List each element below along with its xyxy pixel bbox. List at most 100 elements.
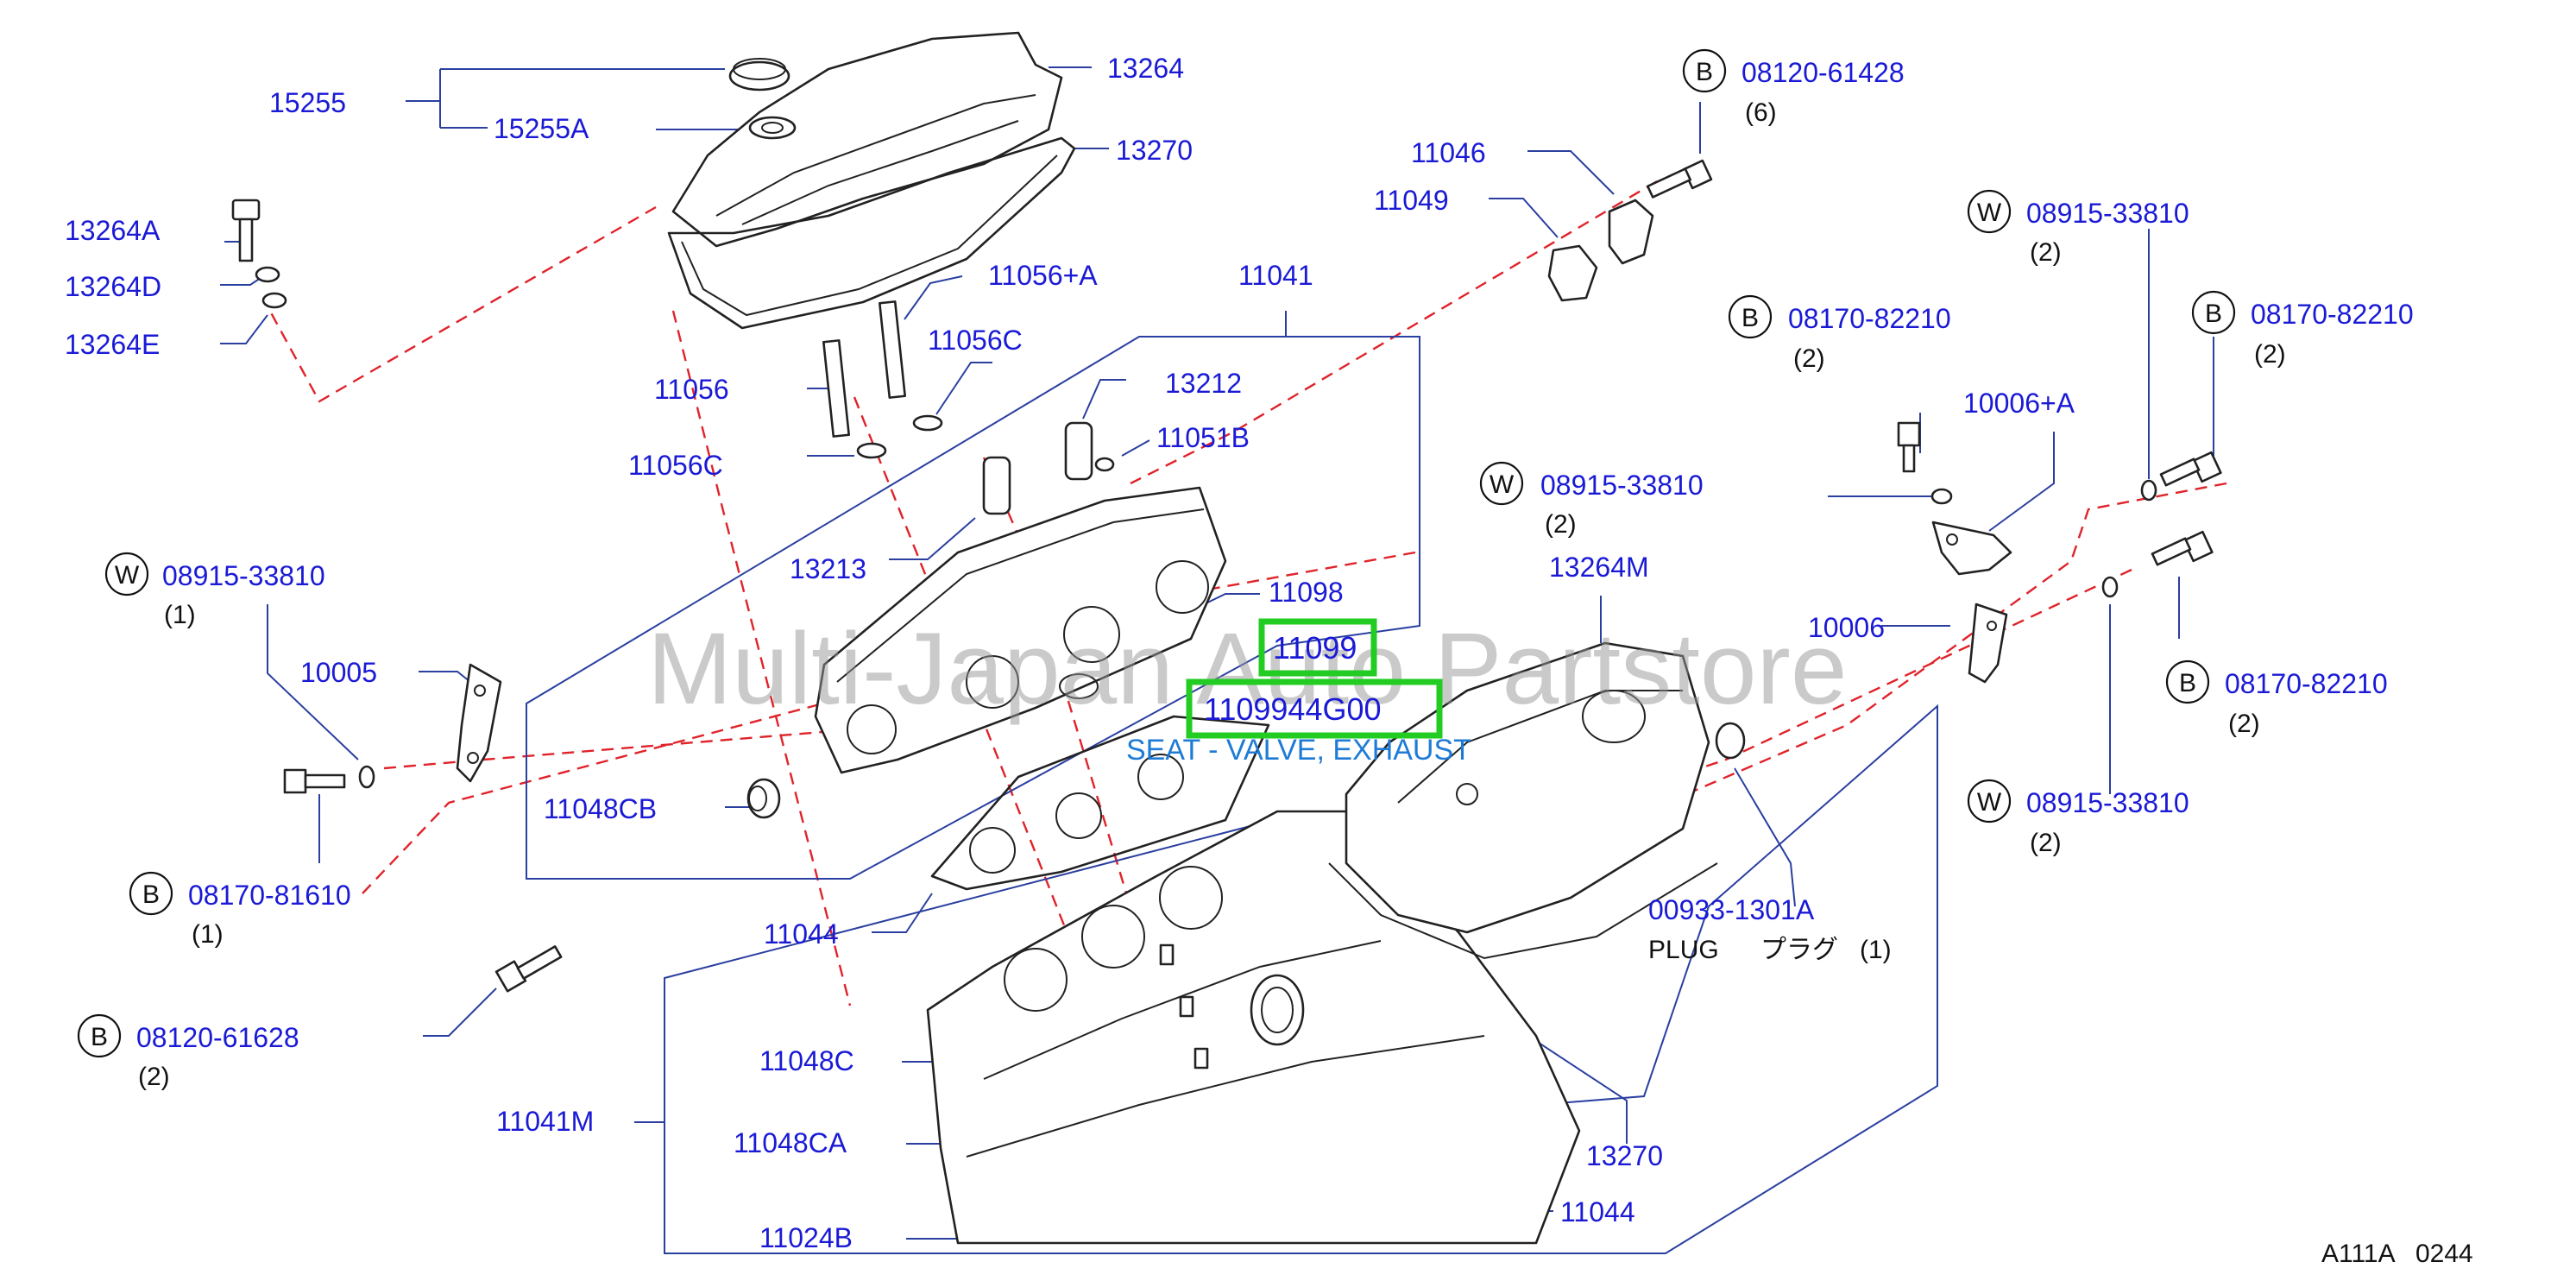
rocker-gasket-illustration — [667, 136, 1076, 330]
svg-text:W: W — [1977, 199, 2002, 227]
bolt-icon — [1682, 48, 1727, 93]
fastener-w-08915-33810-top-right[interactable]: W 08915-33810 (2) — [1967, 189, 2189, 267]
fastener-w-08915-33810-left[interactable]: W 08915-33810 (1) — [104, 552, 325, 629]
plug-qty: (1) — [1860, 936, 1892, 964]
label-11044-left[interactable]: 11044 — [764, 918, 839, 950]
left-bolts-illustration — [283, 765, 563, 993]
fastener-callouts: W 08915-33810 (1) B 08170-81610 (1) B 08… — [77, 48, 2414, 1091]
label-13264d[interactable]: 13264D — [65, 271, 161, 302]
svg-text:(2): (2) — [2254, 340, 2286, 369]
bolt-icon — [129, 871, 173, 916]
label-13264[interactable]: 13264 — [1107, 53, 1184, 84]
svg-text:(2): (2) — [2030, 238, 2062, 267]
svg-text:(2): (2) — [2030, 829, 2062, 857]
valves-illustration — [822, 300, 1115, 515]
label-11046[interactable]: 11046 — [1411, 137, 1486, 168]
label-11048ca[interactable]: 11048CA — [734, 1127, 847, 1158]
bracket-10006-illustration — [1931, 521, 2012, 684]
svg-text:08915-33810: 08915-33810 — [162, 560, 325, 591]
label-11098[interactable]: 11098 — [1269, 577, 1344, 608]
fastener-w-08915-33810-bottom-right[interactable]: W 08915-33810 (2) — [1967, 779, 2189, 857]
bracket-10005-illustration — [456, 663, 502, 783]
label-11041[interactable]: 11041 — [1238, 260, 1313, 291]
svg-text:W: W — [1490, 470, 1515, 499]
svg-text:08170-81610: 08170-81610 — [188, 880, 351, 911]
svg-text:W: W — [115, 561, 140, 590]
label-11048cb[interactable]: 11048CB — [544, 793, 657, 824]
part-description: SEAT - VALVE, EXHAUST — [1126, 734, 1471, 767]
svg-text:08915-33810: 08915-33810 — [2026, 198, 2189, 229]
svg-text:08170-82210: 08170-82210 — [2251, 299, 2414, 330]
washer-icon — [104, 552, 149, 596]
gasket-11046-illustration — [1547, 199, 1654, 302]
svg-text:B: B — [1696, 58, 1713, 86]
svg-text:(1): (1) — [192, 920, 224, 949]
svg-text:08170-82210: 08170-82210 — [2225, 668, 2388, 699]
svg-text:(2): (2) — [1793, 344, 1825, 373]
label-11049[interactable]: 11049 — [1374, 185, 1449, 216]
svg-text:B: B — [91, 1023, 108, 1051]
svg-text:B: B — [2179, 669, 2196, 697]
fastener-b-08120-61628[interactable]: B 08120-61628 (2) — [77, 1013, 299, 1091]
label-11056a[interactable]: 11056+A — [988, 260, 1098, 291]
bolt-icon — [77, 1013, 122, 1058]
fastener-b-08170-81610[interactable]: B 08170-81610 (1) — [129, 871, 351, 949]
label-11048c[interactable]: 11048C — [759, 1045, 854, 1076]
svg-text:08915-33810: 08915-33810 — [2026, 787, 2189, 818]
label-13270-top[interactable]: 13270 — [1116, 135, 1193, 166]
plug-00933-illustration — [1715, 722, 1746, 760]
highlight-box-1109944g00 — [1186, 678, 1443, 739]
label-13264m[interactable]: 13264M — [1549, 552, 1649, 583]
label-11099[interactable]: 11099 — [1273, 630, 1357, 666]
washer-icon — [1967, 189, 2012, 234]
svg-text:(2): (2) — [138, 1063, 170, 1091]
right-bolts-illustration — [1897, 421, 2222, 598]
label-00933-1301a[interactable]: 00933-1301A — [1648, 894, 1815, 925]
label-13270-bottom[interactable]: 13270 — [1586, 1140, 1663, 1171]
label-11024b[interactable]: 11024B — [759, 1222, 853, 1253]
svg-text:B: B — [1741, 304, 1759, 332]
label-15255[interactable]: 15255 — [269, 87, 346, 118]
svg-text:B: B — [2205, 300, 2222, 328]
label-10005[interactable]: 10005 — [300, 657, 377, 688]
watermark: Multi-Japan Auto Partstore — [647, 612, 1847, 726]
fastener-w-08915-33810-center[interactable]: W 08915-33810 (2) — [1479, 461, 1704, 539]
fastener-b-08170-82210-b[interactable]: B 08170-82210 (2) — [2191, 290, 2414, 369]
bolt-icon — [2165, 659, 2210, 704]
label-13212[interactable]: 13212 — [1165, 368, 1242, 399]
label-11041m[interactable]: 11041M — [496, 1106, 594, 1137]
highlighted-part[interactable]: 11099 1109944G00 SEAT - VALVE, EXHAUST — [1126, 618, 1471, 767]
svg-text:08120-61428: 08120-61428 — [1741, 57, 1905, 88]
bolt-08120-61428-illustration — [1646, 159, 1713, 199]
label-11051b[interactable]: 11051B — [1156, 422, 1250, 453]
svg-text:08915-33810: 08915-33810 — [1540, 470, 1704, 501]
label-10006a[interactable]: 10006+A — [1963, 388, 2075, 419]
bolt-icon — [1728, 294, 1773, 339]
label-10006[interactable]: 10006 — [1808, 612, 1885, 643]
label-11056c-2[interactable]: 11056C — [628, 450, 723, 481]
fastener-b-08120-61428[interactable]: B 08120-61428 (6) — [1682, 48, 1905, 127]
part-labels: 15255 15255A 13264 13270 13264A 13264D 1… — [65, 53, 2075, 1253]
fastener-b-08170-82210-a[interactable]: B 08170-82210 (2) — [1728, 294, 1951, 373]
label-13213[interactable]: 13213 — [790, 553, 866, 584]
head-gasket-illustration — [930, 715, 1270, 891]
cylinder-head-illustration — [814, 486, 1227, 774]
label-1109944g00[interactable]: 1109944G00 — [1204, 691, 1382, 727]
part-illustrations — [231, 31, 2222, 1245]
svg-text:B: B — [142, 880, 160, 909]
plug-11048cb-illustration — [746, 778, 781, 819]
svg-text:(6): (6) — [1745, 98, 1777, 127]
label-11056c-1[interactable]: 11056C — [928, 325, 1023, 356]
rocker-cover-illustration — [671, 31, 1063, 248]
svg-text:W: W — [1977, 788, 2002, 817]
fastener-b-08170-82210-c[interactable]: B 08170-82210 (2) — [2165, 659, 2388, 738]
svg-text:(2): (2) — [2228, 710, 2260, 738]
label-11056[interactable]: 11056 — [654, 374, 729, 405]
label-11044-bottom[interactable]: 11044 — [1560, 1196, 1635, 1227]
label-15255a[interactable]: 15255A — [494, 113, 589, 144]
bolt-13264a-illustration — [231, 199, 287, 309]
label-13264a[interactable]: 13264A — [65, 215, 161, 246]
highlight-box-11099 — [1258, 618, 1377, 677]
label-13264e[interactable]: 13264E — [65, 329, 160, 360]
